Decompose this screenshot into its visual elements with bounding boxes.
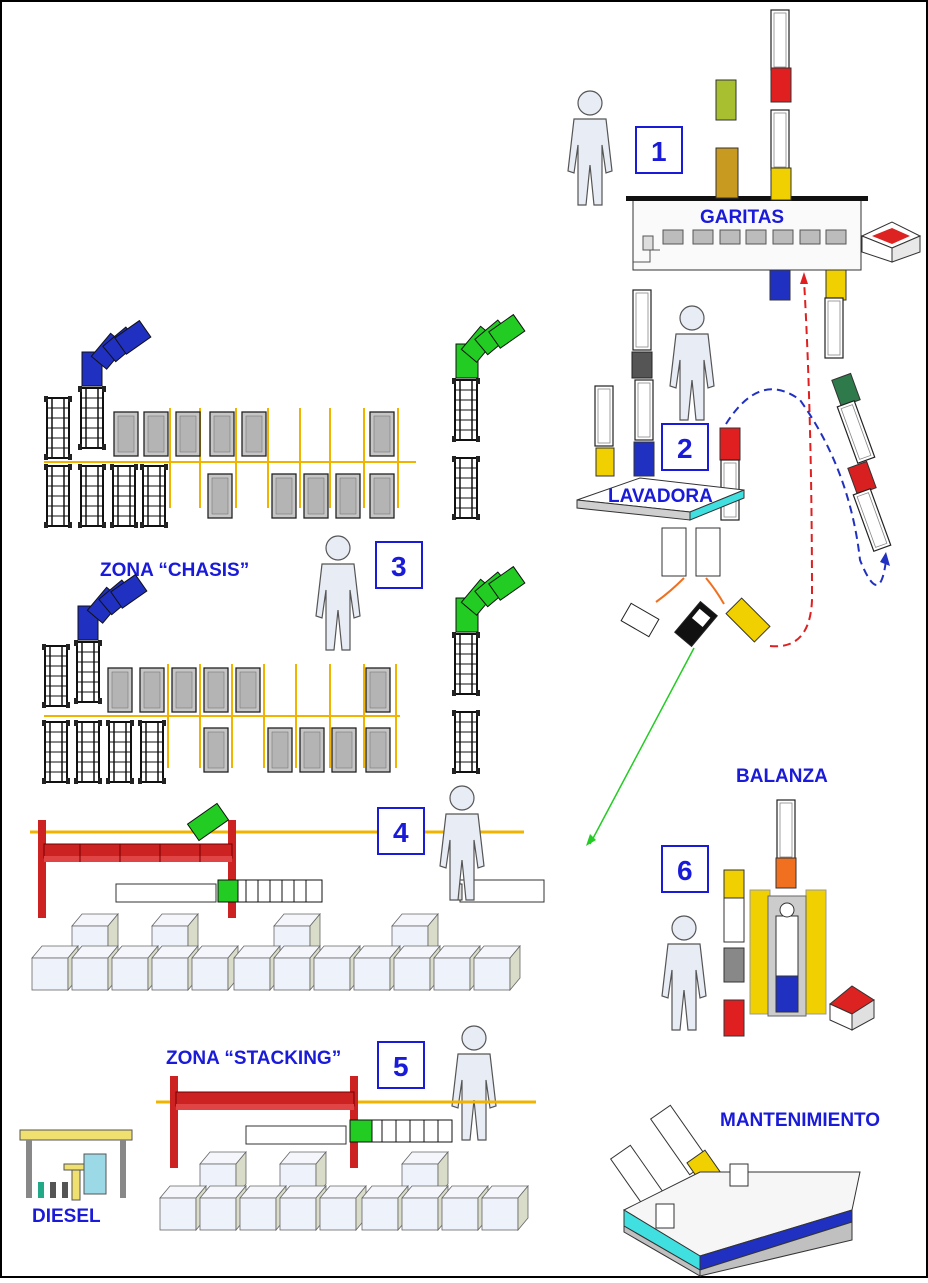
step-5-number: 5 (393, 1051, 409, 1082)
garitas-label: GARITAS (700, 207, 784, 228)
chassis-zone-lower (41, 565, 526, 785)
truck-icon (115, 879, 545, 903)
container-stack-icon (159, 1151, 529, 1231)
gate-building (626, 196, 868, 271)
step-2-box (661, 423, 709, 471)
route-green (589, 647, 695, 845)
step-6-number: 6 (677, 855, 693, 886)
truck-icon (620, 597, 771, 648)
mantenimiento-label: MANTENIMIENTO (720, 1110, 880, 1131)
balanza-label: BALANZA (736, 766, 828, 787)
truck-icon (245, 1119, 453, 1145)
zona-stacking-label: ZONA “STACKING” (166, 1048, 341, 1069)
person-icon (451, 1025, 497, 1141)
truck-icon (824, 269, 892, 552)
step-3-number: 3 (391, 551, 407, 582)
route-orange (655, 577, 685, 603)
container-stack-icon (31, 913, 521, 991)
maintenance-building (609, 1104, 861, 1277)
crane-icon (170, 1076, 358, 1168)
truck-icon (594, 289, 741, 521)
person-icon (567, 90, 613, 206)
step-5-box (377, 1041, 425, 1089)
diesel-label: DIESEL (32, 1206, 101, 1227)
zona-chasis-label: ZONA “CHASIS” (100, 560, 249, 581)
step-3-box (375, 541, 423, 589)
house-icon (860, 221, 922, 263)
lavadora-label: LAVADORA (608, 486, 713, 507)
route-blue (725, 388, 887, 586)
gas-station-icon (19, 1129, 133, 1201)
person-icon (669, 305, 715, 421)
crane-icon (38, 820, 236, 918)
truck-icon (715, 9, 792, 301)
wash-station (576, 477, 745, 577)
person-icon (661, 915, 707, 1031)
truck-icon (186, 802, 230, 842)
step-4-box (377, 807, 425, 855)
weighbridge (723, 799, 827, 1037)
step-6-box (661, 845, 709, 893)
step-4-number: 4 (393, 817, 409, 848)
step-2-number: 2 (677, 433, 693, 464)
person-icon (315, 535, 361, 651)
route-red (769, 279, 814, 648)
step-1-box (635, 126, 683, 174)
chassis-zone-upper (43, 313, 526, 529)
step-1-number: 1 (651, 136, 667, 167)
house-icon (829, 985, 875, 1031)
